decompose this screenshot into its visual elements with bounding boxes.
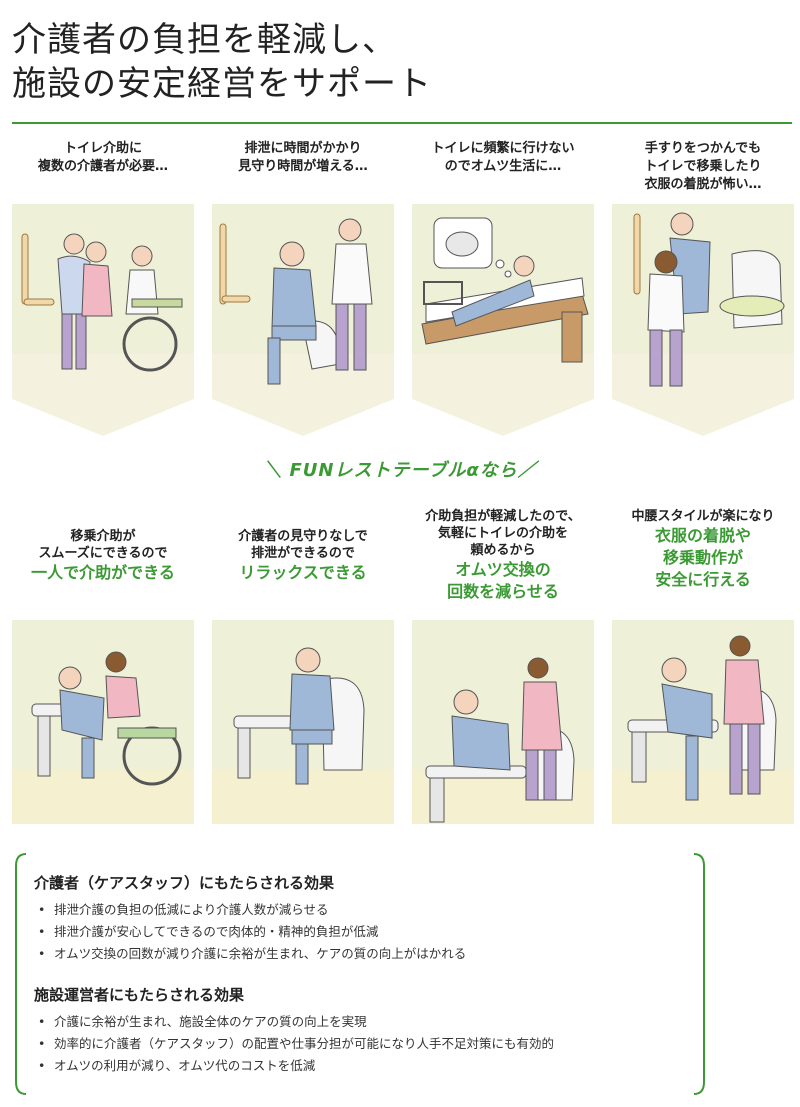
problem-card-4: 手すりをつかんでも トイレで移乗したり 衣服の着脱が怖い… bbox=[612, 140, 794, 436]
solution-3-text-1: 介助負担が軽減したので、 bbox=[425, 509, 581, 524]
problem-4-line-1: 手すりをつかんでも bbox=[644, 141, 762, 156]
solution-1-highlight-1: 一人で介助ができる bbox=[31, 563, 175, 582]
right-brace-icon bbox=[693, 853, 705, 1095]
operator-effects-list: 介護に余裕が生まれ、施設全体のケアの質の向上を実現 効率的に介護者（ケアスタッフ… bbox=[34, 1011, 554, 1077]
list-item: オムツ交換の回数が減り介護に余裕が生まれ、ケアの質の向上がはかれる bbox=[34, 943, 466, 965]
solution-4-highlight-2: 移乗動作が bbox=[662, 548, 743, 567]
list-item: 排泄介護が安心してできるので肉体的・精神的負担が低減 bbox=[34, 921, 466, 943]
solution-caption-1: 移乗介助が スムーズにできるので 一人で介助ができる bbox=[12, 508, 194, 620]
solution-caption-2: 介護者の見守りなしで 排泄ができるので リラックスできる bbox=[212, 508, 394, 620]
solution-2-text-1: 介護者の見守りなしで bbox=[238, 529, 368, 544]
two-caregivers-lifting-patient-icon bbox=[12, 204, 194, 436]
headline-divider bbox=[12, 122, 792, 124]
list-item: 介護に余裕が生まれ、施設全体のケアの質の向上を実現 bbox=[34, 1011, 554, 1033]
solution-3-text-2: 気軽にトイレの介助を bbox=[437, 526, 568, 541]
headline-line-1: 介護者の負担を軽減し、 bbox=[12, 20, 397, 60]
problem-2-line-1: 排泄に時間がかかり bbox=[244, 141, 362, 156]
effects-panel: 介護者（ケアスタッフ）にもたらされる効果 排泄介護の負担の低減により介護人数が減… bbox=[14, 852, 705, 1096]
patient-in-bed-thinking-toilet-icon bbox=[412, 204, 594, 436]
page-headline: 介護者の負担を軽減し、 施設の安定経営をサポート bbox=[12, 18, 432, 106]
solutions-row: 移乗介助が スムーズにできるので 一人で介助ができる 介護者の見守りなしで bbox=[12, 508, 796, 828]
solution-3-highlight-2: 回数を減らせる bbox=[447, 582, 559, 601]
caregiver-assisting-patient-icon bbox=[412, 620, 594, 824]
problem-caption-1: トイレ介助に 複数の介護者が必要… bbox=[12, 140, 194, 204]
solution-4-highlight-3: 安全に行える bbox=[655, 570, 751, 589]
solution-caption-3: 介助負担が軽減したので、 気軽にトイレの介助を 頼めるから オムツ交換の 回数を… bbox=[412, 508, 594, 620]
problem-4-line-2: トイレで移乗したり bbox=[644, 159, 762, 174]
caregiver-hugging-patient-at-toilet-icon bbox=[612, 204, 794, 436]
problem-1-line-2: 複数の介護者が必要… bbox=[37, 159, 168, 174]
patient-resting-on-table-icon bbox=[212, 620, 394, 824]
solution-4-highlight-1: 衣服の着脱や bbox=[654, 526, 751, 545]
problems-row: トイレ介助に 複数の介護者が必要… 排泄に bbox=[12, 140, 796, 440]
solution-2-highlight-1: リラックスできる bbox=[239, 563, 367, 582]
left-brace-icon bbox=[15, 853, 27, 1095]
problem-card-3: トイレに頻繁に行けない のでオムツ生活に… bbox=[412, 140, 594, 436]
solution-1-text-1: 移乗介助が bbox=[70, 529, 136, 544]
headline-line-2: 施設の安定経営をサポート bbox=[12, 64, 432, 104]
solution-card-4: 中腰スタイルが楽になり 衣服の着脱や 移乗動作が 安全に行える bbox=[612, 508, 794, 824]
patient-half-standing-icon bbox=[612, 620, 794, 824]
solution-card-3: 介助負担が軽減したので、 気軽にトイレの介助を 頼めるから オムツ交換の 回数を… bbox=[412, 508, 594, 824]
caregiver-effects-title: 介護者（ケアスタッフ）にもたらされる効果 bbox=[34, 874, 335, 892]
problem-caption-3: トイレに頻繁に行けない のでオムツ生活に… bbox=[412, 140, 594, 204]
solution-4-text-1: 中腰スタイルが楽になり bbox=[631, 509, 775, 524]
solution-2-text-2: 排泄ができるので bbox=[251, 546, 355, 561]
problem-caption-4: 手すりをつかんでも トイレで移乗したり 衣服の着脱が怖い… bbox=[612, 140, 794, 204]
solution-3-highlight-1: オムツ交換の bbox=[455, 560, 551, 579]
operator-effects-title: 施設運営者にもたらされる効果 bbox=[34, 986, 245, 1004]
problem-caption-2: 排泄に時間がかかり 見守り時間が増える… bbox=[212, 140, 394, 204]
single-caregiver-transfer-icon bbox=[12, 620, 194, 824]
solution-bridge-heading: ＼ FUNレストテーブルαなら／ bbox=[263, 460, 537, 481]
problem-4-line-3: 衣服の着脱が怖い… bbox=[644, 177, 762, 192]
caregiver-effects-list: 排泄介護の負担の低減により介護人数が減らせる 排泄介護が安心してできるので肉体的… bbox=[34, 899, 466, 965]
list-item: オムツの利用が減り、オムツ代のコストを低減 bbox=[34, 1055, 554, 1077]
solution-3-text-3: 頼めるから bbox=[470, 543, 536, 558]
solution-card-1: 移乗介助が スムーズにできるので 一人で介助ができる bbox=[12, 508, 194, 824]
solution-1-text-2: スムーズにできるので bbox=[38, 546, 168, 561]
problem-card-2: 排泄に時間がかかり 見守り時間が増える… bbox=[212, 140, 394, 436]
caregiver-effects: 介護者（ケアスタッフ）にもたらされる効果 排泄介護の負担の低減により介護人数が減… bbox=[34, 872, 466, 965]
problem-2-line-2: 見守り時間が増える… bbox=[238, 159, 368, 174]
list-item: 効率的に介護者（ケアスタッフ）の配置や仕事分担が可能になり人手不足対策にも有効的 bbox=[34, 1033, 554, 1055]
problem-1-line-1: トイレ介助に bbox=[63, 141, 142, 156]
operator-effects: 施設運営者にもたらされる効果 介護に余裕が生まれ、施設全体のケアの質の向上を実現… bbox=[34, 984, 554, 1077]
problem-card-1: トイレ介助に 複数の介護者が必要… bbox=[12, 140, 194, 436]
solution-caption-4: 中腰スタイルが楽になり 衣服の着脱や 移乗動作が 安全に行える bbox=[612, 508, 794, 620]
list-item: 排泄介護の負担の低減により介護人数が減らせる bbox=[34, 899, 466, 921]
problem-3-line-1: トイレに頻繁に行けない bbox=[431, 141, 575, 156]
problem-3-line-2: のでオムツ生活に… bbox=[444, 159, 562, 174]
caregiver-watching-toilet-icon bbox=[212, 204, 394, 436]
solution-card-2: 介護者の見守りなしで 排泄ができるので リラックスできる bbox=[212, 508, 394, 824]
